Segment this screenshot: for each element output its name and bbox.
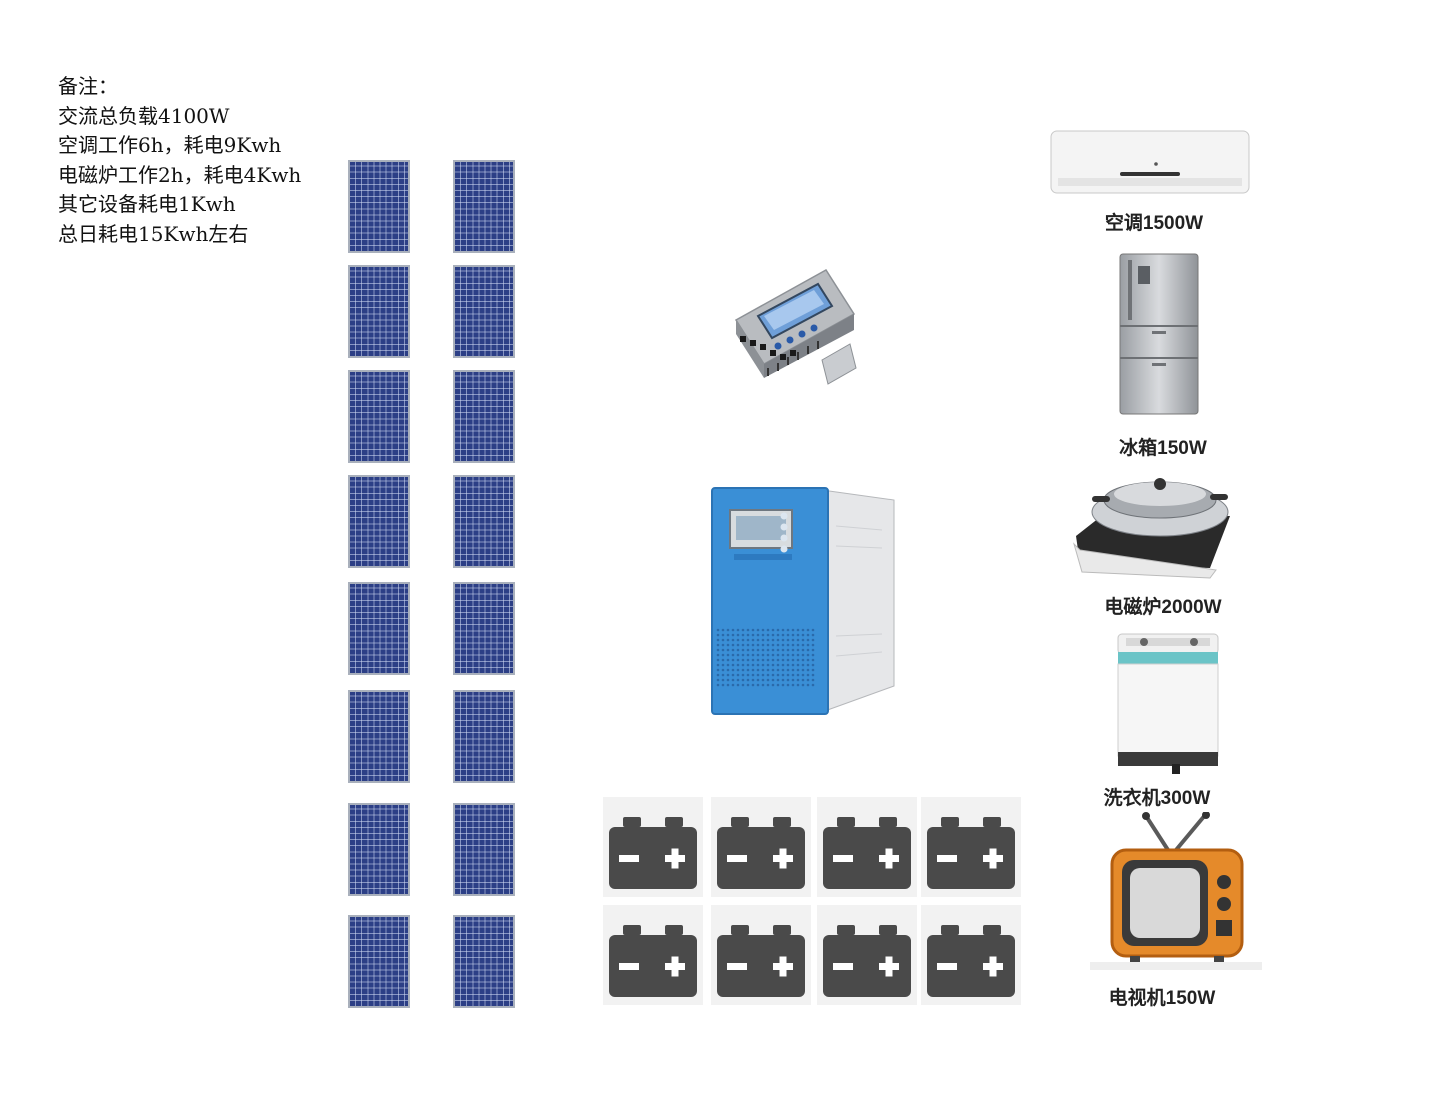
solar-panel bbox=[348, 690, 410, 783]
battery-icon bbox=[927, 925, 1015, 997]
solar-panel bbox=[453, 803, 515, 896]
battery-icon bbox=[927, 817, 1015, 889]
battery bbox=[711, 797, 811, 897]
refrigerator bbox=[1118, 252, 1200, 422]
battery-icon bbox=[717, 925, 805, 997]
solar-panel bbox=[348, 803, 410, 896]
battery bbox=[603, 797, 703, 897]
battery-icon bbox=[823, 817, 911, 889]
television-icon bbox=[1090, 811, 1262, 970]
battery-icon bbox=[823, 925, 911, 997]
solar-panel bbox=[453, 160, 515, 253]
solar-panel bbox=[453, 475, 515, 568]
battery-icon bbox=[717, 817, 805, 889]
solar-panel bbox=[453, 582, 515, 675]
induction-cooker-icon bbox=[1072, 478, 1230, 579]
battery-icon bbox=[609, 925, 697, 997]
solar-panel bbox=[348, 475, 410, 568]
refrigerator-icon bbox=[1119, 253, 1199, 415]
notes-line: 总日耗电15Kwh左右 bbox=[58, 221, 249, 246]
notes-line: 电磁炉工作2h，耗电4Kwh bbox=[58, 162, 302, 187]
notes-line: 空调工作6h，耗电9Kwh bbox=[58, 133, 282, 157]
appliance-label-tv: 电视机150W bbox=[1108, 988, 1216, 1009]
notes-line: 交流总负载4100W bbox=[58, 103, 230, 128]
inverter-icon bbox=[711, 487, 895, 715]
battery bbox=[817, 797, 917, 897]
washing-machine-icon bbox=[1117, 633, 1219, 774]
solar-panel bbox=[453, 265, 515, 358]
battery bbox=[921, 905, 1021, 1005]
notes-line: 备注： bbox=[58, 74, 118, 98]
charge-controller-icon bbox=[734, 269, 857, 385]
air-conditioner bbox=[1050, 130, 1250, 200]
battery bbox=[921, 797, 1021, 897]
appliance-label-cooker: 电磁炉2000W bbox=[1104, 597, 1222, 618]
appliance-label-fridge: 冰箱150W bbox=[1119, 438, 1207, 459]
washing-machine bbox=[1114, 630, 1224, 780]
solar-panel bbox=[348, 160, 410, 253]
charge-controller bbox=[722, 268, 858, 404]
television bbox=[1090, 811, 1262, 976]
notes-block: 备注： 交流总负载4100W 空调工作6h，耗电9Kwh 电磁炉工作2h，耗电4… bbox=[58, 72, 332, 249]
battery bbox=[817, 905, 917, 1005]
solar-panel bbox=[453, 370, 515, 463]
solar-panel bbox=[348, 582, 410, 675]
induction-cooker bbox=[1070, 472, 1236, 584]
appliance-label-ac: 空调1500W bbox=[1104, 213, 1204, 234]
notes-line: 其它设备耗电1Kwh bbox=[58, 192, 236, 216]
solar-panel bbox=[453, 690, 515, 783]
appliance-label-washer: 洗衣机300W bbox=[1103, 788, 1211, 809]
air-conditioner-icon bbox=[1050, 130, 1250, 194]
solar-panel bbox=[348, 915, 410, 1008]
battery bbox=[711, 905, 811, 1005]
inverter bbox=[708, 486, 904, 720]
battery-icon bbox=[609, 817, 697, 889]
solar-panel bbox=[348, 265, 410, 358]
solar-panel bbox=[453, 915, 515, 1008]
solar-panel bbox=[348, 370, 410, 463]
battery bbox=[603, 905, 703, 1005]
